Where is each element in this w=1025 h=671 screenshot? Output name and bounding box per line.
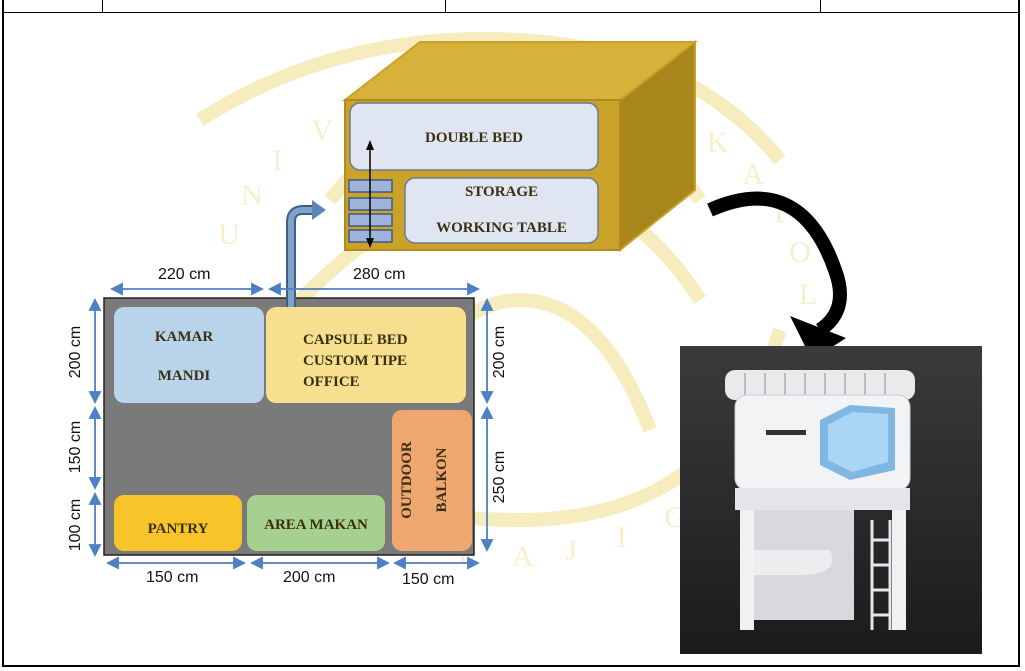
watermark-letter: A [742,158,764,192]
watermark-letter: O [789,235,811,269]
double-bed-label: DOUBLE BED [425,130,523,146]
capsule-bed-label: CAPSULE BED [303,332,408,348]
table-divider [445,0,446,12]
watermark-letter: J [565,534,578,568]
watermark-letter: I [616,521,627,555]
watermark-letter: L [798,278,818,312]
room-outdoor-balkon [392,410,472,551]
room-capsule-bed [266,307,466,403]
watermark-letter: V [311,113,333,147]
dim-top-left: 220 cm [158,266,211,283]
kamar-label: KAMAR [154,329,214,345]
dim-bottom-1: 150 cm [146,569,199,586]
room-area-makan [247,495,385,551]
storage-label: STORAGE [464,184,539,200]
watermark-letter: A [511,539,534,573]
area-makan-label: AREA MAKAN [264,517,368,533]
table-divider [820,0,821,12]
dim-top-right: 280 cm [353,266,406,283]
custom-tipe-label: CUSTOM TIPE [303,353,408,369]
watermark-letter: I [272,143,283,177]
room-kamar-mandi [114,307,264,403]
watermark-letter: K [706,126,729,160]
dim-bottom-2: 200 cm [283,569,336,586]
table-divider [102,0,103,12]
office-label: OFFICE [303,374,360,390]
working-table-label: WORKING TABLE [436,220,567,236]
table-rule [2,12,1020,13]
room-pantry [114,495,242,551]
watermark-letter: U [218,217,240,251]
mandi-label: MANDI [157,368,211,384]
watermark-letter: N [241,178,263,212]
pantry-label: PANTRY [147,521,209,537]
dim-bottom-3: 150 cm [402,571,455,588]
